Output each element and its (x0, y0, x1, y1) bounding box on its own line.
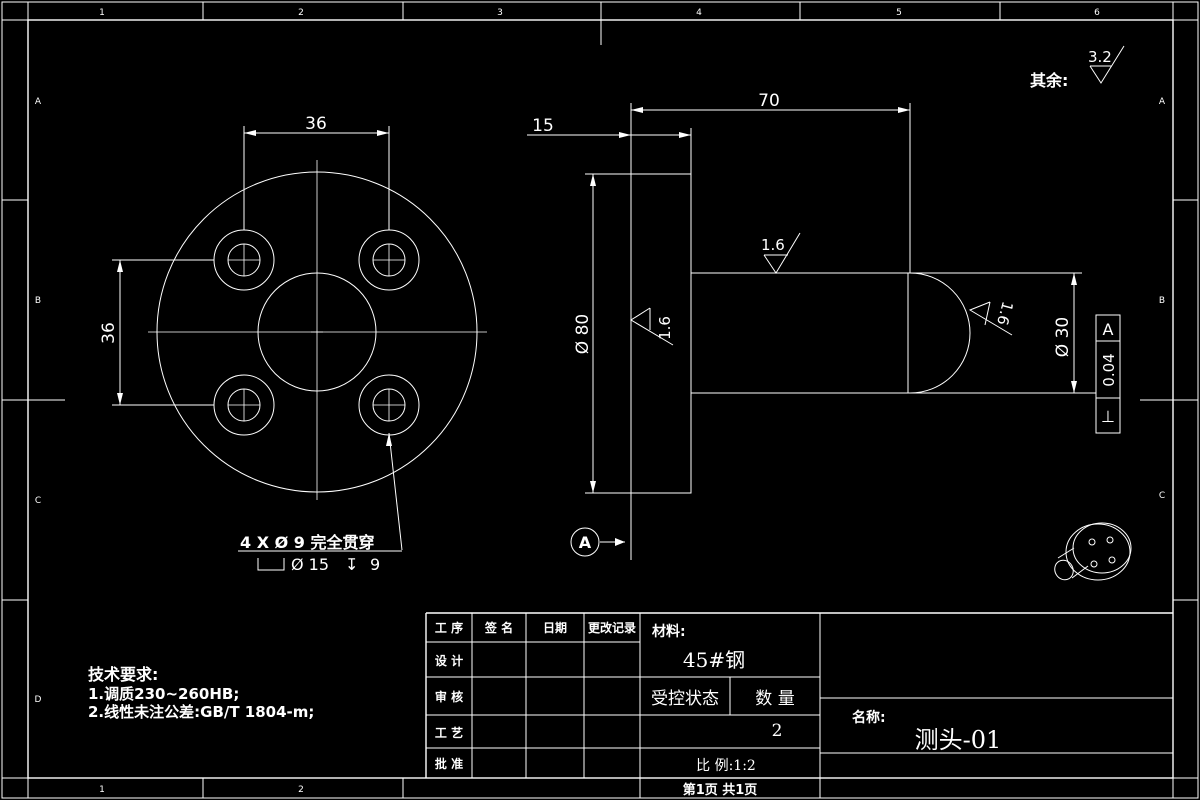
dim-overall-length: 70 (758, 91, 780, 111)
material-value: 45#钢 (683, 648, 745, 672)
perpendicularity-frame: A 0.04 ⊥ (1082, 314, 1121, 434)
part-name-label: 名称: (852, 709, 886, 726)
depth-icon: ↧ (345, 555, 358, 574)
tolerance-datum: A (1103, 320, 1114, 339)
zone-top-4: 4 (696, 8, 702, 18)
dim-bolt-spacing-y: 36 (99, 322, 119, 344)
dim-flange-dia: Ø 80 (573, 314, 593, 354)
page-count: 第1页 共1页 (683, 782, 758, 798)
hole-note-depth: 9 (370, 555, 380, 574)
hole-note-cbore-dia: Ø 15 (291, 555, 329, 574)
tolerance-value: 0.04 (1100, 353, 1118, 386)
isometric-view (1054, 522, 1132, 581)
zone-bottom-2: 2 (298, 785, 304, 795)
hole-callout: 4 X Ø 9 完全贯穿 Ø 15 ↧ 9 (240, 533, 380, 574)
zone-left-d: D (35, 695, 42, 705)
material-label: 材料: (652, 623, 686, 640)
zone-left-a: A (35, 97, 42, 107)
zone-top-2: 2 (298, 8, 304, 18)
quantity-value: 2 (772, 721, 783, 741)
bolt-hole-bottom-left (213, 374, 275, 436)
zone-top-1: 1 (99, 8, 105, 18)
zone-right-a: A (1159, 97, 1166, 107)
tech-req-item-1: 1.调质230~260HB; (88, 685, 239, 703)
bolt-hole-top-right (358, 229, 420, 291)
roughness-other-value: 3.2 (1088, 48, 1112, 66)
rough-shaft: 1.6 (761, 236, 785, 254)
technical-requirements: 技术要求: 1.调质230~260HB; 2.线性未注公差:GB/T 1804-… (88, 665, 314, 721)
zone-left-c: C (35, 496, 41, 506)
tech-req-title: 技术要求: (88, 665, 158, 684)
zone-top-3: 3 (497, 8, 503, 18)
bolt-hole-bottom-right (358, 374, 420, 436)
th-signature: 签 名 (484, 620, 513, 635)
th-process: 工 序 (435, 620, 463, 635)
dim-bolt-spacing-x: 36 (305, 114, 327, 134)
roughness-other-label: 其余: (1030, 71, 1068, 90)
rough-flange-face: 1.6 (656, 316, 674, 340)
zone-top-5: 5 (896, 8, 902, 18)
title-block: 工 序 签 名 日期 更改记录 设 计 审 核 工 艺 批 准 材料: 45#钢… (425, 612, 1173, 798)
zone-bottom-1: 1 (99, 785, 105, 795)
quantity-label: 数 量 (755, 689, 794, 709)
roughness-other: 其余: 3.2 (1030, 45, 1125, 90)
zone-top-6: 6 (1094, 8, 1100, 18)
dim-flange-thickness: 15 (532, 116, 554, 136)
front-view: 36 36 (99, 114, 487, 552)
datum-a-label: A (579, 533, 592, 552)
zone-left-b: B (35, 296, 41, 306)
datum-a-marker (570, 527, 600, 557)
scale-value: 比 例:1:2 (696, 758, 756, 774)
controlled-state: 受控状态 (651, 689, 719, 709)
rough-tip: 1.6 (993, 299, 1017, 327)
tech-req-item-2: 2.线性未注公差:GB/T 1804-m; (88, 703, 314, 721)
th-date: 日期 (543, 620, 567, 635)
hole-note-line1: 4 X Ø 9 完全贯穿 (240, 533, 375, 552)
zone-labels: 1 2 3 4 5 6 1 2 A B C D A B C (35, 8, 1166, 795)
row-process: 工 艺 (435, 725, 463, 740)
perpendicularity-icon: ⊥ (1101, 407, 1115, 426)
side-view: Ø 80 15 70 Ø 30 1.6 1.6 1.6 (527, 91, 1121, 560)
bolt-hole-top-left (213, 229, 275, 291)
row-review: 审 核 (435, 689, 463, 704)
zone-right-c: C (1159, 491, 1165, 501)
dim-shaft-dia: Ø 30 (1053, 317, 1073, 357)
zone-right-b: B (1159, 296, 1165, 306)
row-design: 设 计 (435, 653, 463, 668)
th-change-record: 更改记录 (588, 620, 636, 635)
part-name: 测头-01 (915, 726, 1002, 754)
row-approve: 批 准 (435, 756, 463, 771)
counterbore-icon (257, 558, 285, 571)
